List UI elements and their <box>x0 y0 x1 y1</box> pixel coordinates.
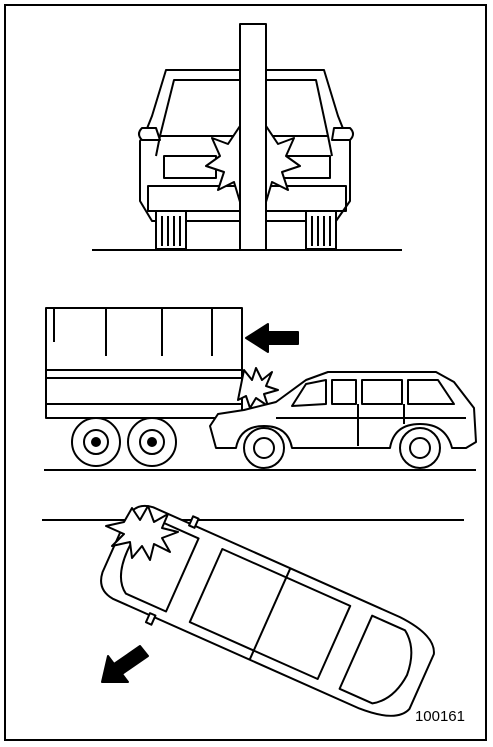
panel-frontal-pole-collision <box>92 24 402 250</box>
direction-arrow-down-left <box>102 646 148 682</box>
car-rear-wheel <box>400 428 440 468</box>
illustration-frame: 100161 <box>4 4 487 741</box>
right-mirror <box>332 128 353 140</box>
car-front-wheel <box>244 428 284 468</box>
pole <box>240 24 266 250</box>
panel-underride-truck-collision <box>44 308 476 470</box>
direction-arrow-left <box>246 324 298 352</box>
panel-oblique-collision <box>42 492 464 735</box>
illustration-svg <box>6 6 487 741</box>
truck-wheel-2 <box>128 418 176 466</box>
truck-wheel-1 <box>72 418 120 466</box>
right-wheel <box>306 211 336 249</box>
left-wheel <box>156 211 186 249</box>
figure-code: 100161 <box>415 708 465 725</box>
left-mirror <box>139 128 160 140</box>
truck-chassis <box>46 404 242 418</box>
